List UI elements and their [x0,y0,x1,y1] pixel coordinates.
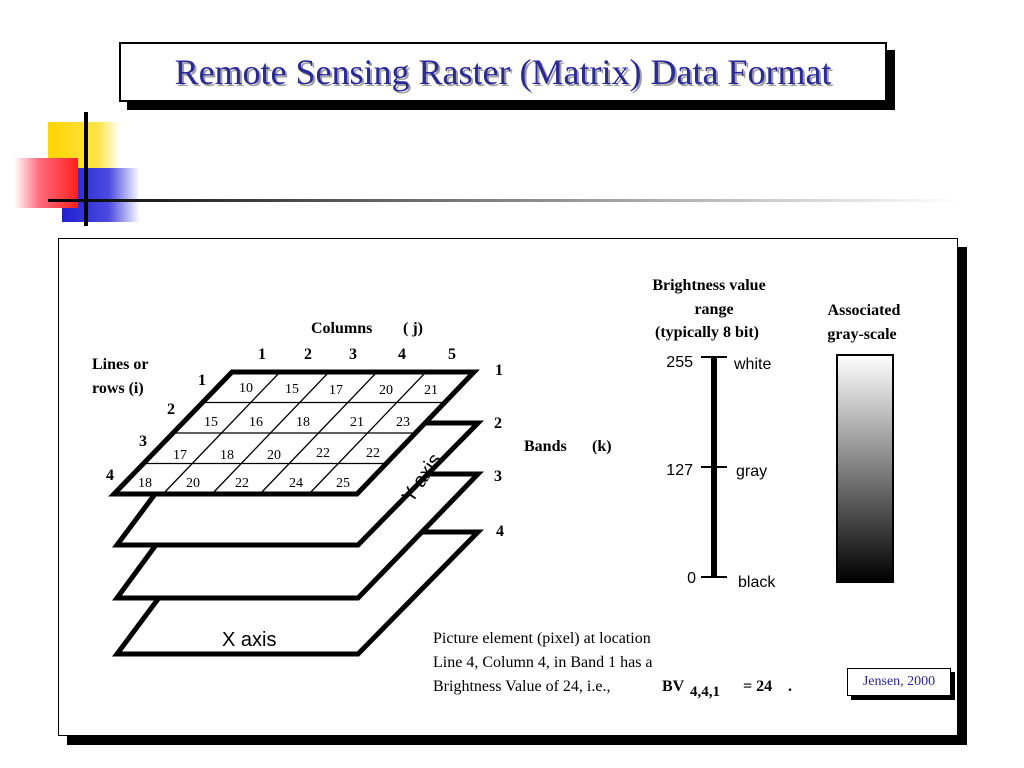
pixel-value: 20 [186,476,200,491]
citation-box: Jensen, 2000 [847,668,951,696]
slide-title: Remote Sensing Raster (Matrix) Data Form… [174,52,832,92]
band-number: 2 [494,415,502,432]
caption-line2: Line 4, Column 4, in Band 1 has a [433,654,653,671]
pixel-value: 22 [366,446,380,461]
deco-vertical-line [84,112,88,226]
pixel-value: 21 [350,415,364,430]
column-number: 5 [448,346,456,363]
columns-variable: ( j) [403,320,423,337]
scale-value: 255 [666,354,693,371]
band-number: 3 [494,468,502,485]
x-axis-label: X axis [222,629,276,651]
pixel-value: 18 [220,448,234,463]
rows-label-line1: Lines or [92,356,148,373]
grayscale-title-line2: gray-scale [827,326,896,343]
pixel-value: 20 [267,448,281,463]
grid-values: 10 15 17 20 21 15 16 18 21 23 17 18 20 2… [138,381,438,491]
pixel-value: 20 [379,383,393,398]
caption-line3: Brightness Value of 24, i.e., [433,678,610,695]
grayscale-title-line1: Associated [828,302,901,319]
pixel-value: 17 [173,448,187,463]
scale-name: black [738,574,776,591]
pixel-value: 22 [235,476,249,491]
scale-value: 127 [666,462,693,479]
columns-label: Columns [311,320,372,337]
bands-label: Bands [524,438,567,455]
pixel-value: 10 [239,381,253,396]
brightness-title-line2: range [694,301,733,318]
bands-variable: (k) [592,438,612,455]
row-number: 2 [167,401,175,418]
row-number: 1 [198,372,206,389]
caption-bv: BV [662,678,685,695]
caption-bv-equals: = 24 [743,678,772,695]
pixel-value: 16 [249,415,263,430]
grayscale-gradient-bar [836,354,894,583]
pixel-value: 18 [138,476,152,491]
scale-value: 0 [687,570,696,587]
pixel-value: 15 [285,382,299,397]
pixel-value: 22 [316,446,330,461]
brightness-title-line3: (typically 8 bit) [655,324,759,341]
pixel-value: 24 [289,476,303,491]
rows-label-line2: rows (i) [92,380,144,397]
caption-period: . [788,678,792,695]
citation-text: Jensen, 2000 [862,674,936,689]
decorative-corner-graphic [14,112,960,226]
pixel-value: 25 [336,476,350,491]
caption-bv-subscript: 4,4,1 [690,684,720,700]
column-number: 1 [258,346,266,363]
pixel-value: 15 [204,415,218,430]
title-box: Remote Sensing Raster (Matrix) Data Form… [119,42,887,102]
pixel-value: 23 [396,415,410,430]
pixel-value: 21 [424,383,438,398]
row-number: 3 [139,433,147,450]
column-number: 2 [304,346,312,363]
band-number: 1 [495,362,503,379]
column-number: 4 [398,346,406,363]
column-number: 3 [349,346,357,363]
band-number: 4 [496,523,504,540]
pixel-value: 17 [329,383,343,398]
brightness-title-line1: Brightness value [652,277,765,294]
scale-name: white [733,356,771,373]
pixel-value: 18 [296,415,310,430]
caption-line1: Picture element (pixel) at location [433,630,651,647]
deco-horizontal-line [48,199,960,202]
row-number: 4 [106,467,114,484]
pixel-grid [143,371,445,495]
scale-name: gray [736,463,767,480]
